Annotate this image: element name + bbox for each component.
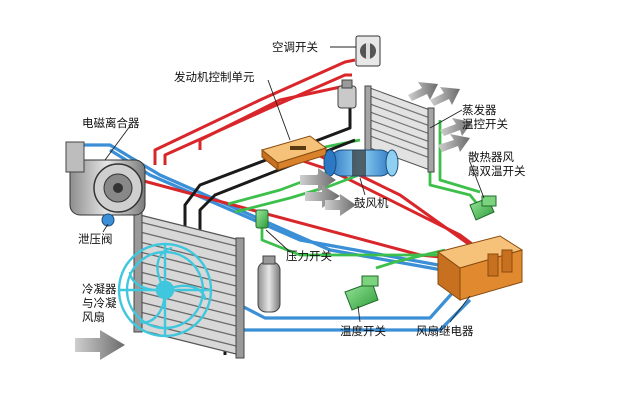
condenser-fan-icon xyxy=(117,242,213,338)
engine-ecu-box xyxy=(260,135,328,172)
label-ac-switch: 空调开关 xyxy=(272,40,318,54)
label-radiator-fan-dual-temp-switch: 散热器风 扇双温开关 xyxy=(468,150,526,178)
condenser-fins xyxy=(139,221,241,348)
receiver-drier xyxy=(257,255,281,313)
compressor xyxy=(65,141,146,227)
label-evaporator-temp-switch: 蒸发器 温控开关 xyxy=(462,103,508,131)
label-fan-relay: 风扇继电器 xyxy=(416,324,474,338)
label-temperature-switch: 温度开关 xyxy=(340,324,386,338)
fan-relay-box xyxy=(436,235,524,301)
temperature-switch-icon xyxy=(344,275,379,311)
label-engine-ecu: 发动机控制单元 xyxy=(174,70,255,84)
airflow-arrows xyxy=(75,82,472,360)
label-pressure-switch: 压力开关 xyxy=(286,249,332,263)
condenser-assembly xyxy=(117,211,245,359)
signal-lines xyxy=(227,119,481,270)
leader-lines xyxy=(102,46,485,323)
blower-motor xyxy=(323,149,399,177)
label-magnetic-clutch: 电磁离合器 xyxy=(82,116,140,130)
label-blower: 鼓风机 xyxy=(354,196,389,210)
radiator-dual-temp-switch-icon xyxy=(469,195,497,221)
expansion-valve xyxy=(337,79,357,109)
label-condenser-fan: 冷凝器 与冷凝 风扇 xyxy=(82,282,117,324)
ac-switch-icon xyxy=(355,35,381,67)
pressure-switch-icon xyxy=(255,209,269,229)
evaporator xyxy=(364,85,435,173)
label-relief-valve: 泄压阀 xyxy=(78,232,113,246)
